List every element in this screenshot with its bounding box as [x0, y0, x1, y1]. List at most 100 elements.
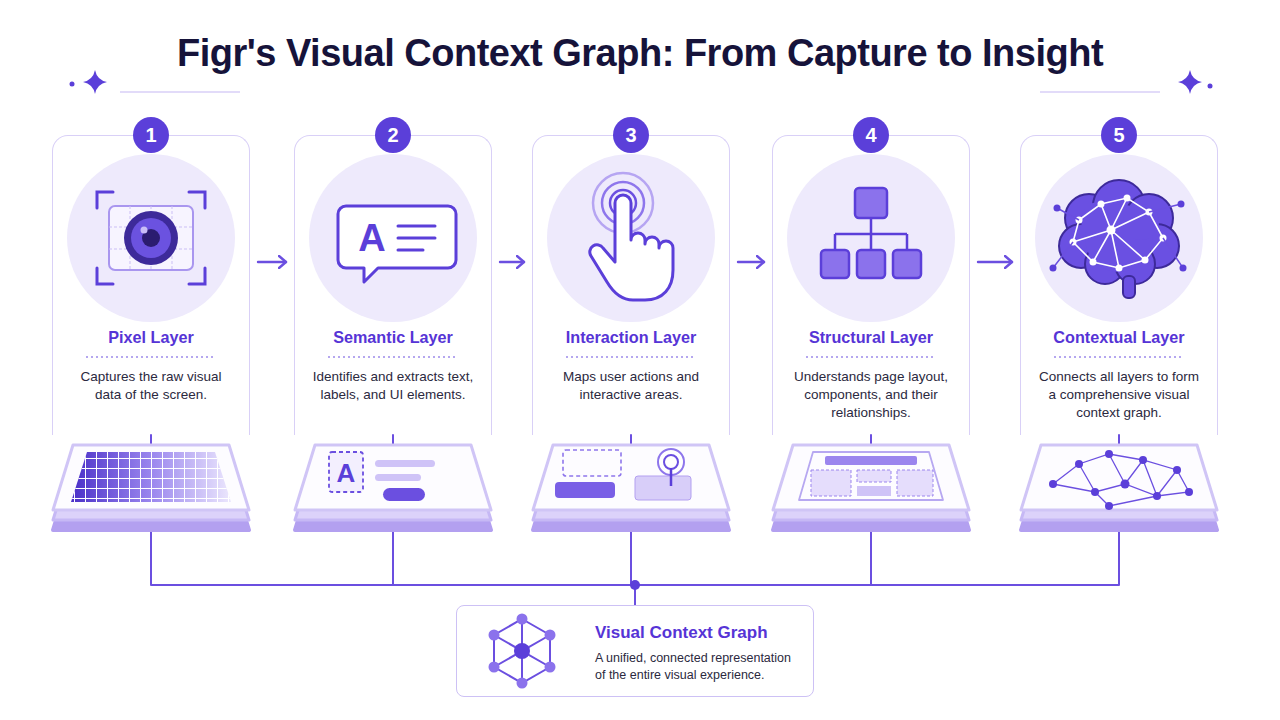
brain-icon	[1050, 265, 1057, 272]
sparkles	[83, 70, 107, 94]
hierarchy-icon	[821, 250, 849, 278]
layer-platforms	[533, 445, 729, 530]
brain-icon	[1178, 201, 1185, 208]
brain-icon	[1050, 180, 1187, 298]
layout-wireframe	[825, 456, 917, 465]
icon-circles	[787, 154, 955, 322]
chat-bubble-icon	[338, 206, 456, 282]
layout-wireframe	[857, 486, 891, 496]
step-number: 5	[1101, 117, 1137, 153]
graph-title: Visual Context Graph	[595, 622, 768, 644]
brain-icon	[1124, 195, 1131, 202]
layer-description: Understands page layout, components, and…	[787, 368, 955, 422]
hand-pointer-icon	[590, 195, 673, 300]
flow-arrow	[738, 261, 764, 263]
brain-icon	[1098, 201, 1105, 208]
hierarchy-icon	[857, 250, 885, 278]
layer-title: Structural Layer	[773, 326, 969, 348]
flow-arrow	[258, 261, 286, 263]
interaction-areas	[635, 476, 691, 500]
camera-icon	[109, 206, 193, 270]
hex-network-icon	[517, 614, 528, 625]
pixel-grid	[71, 452, 231, 502]
hex-network-icon	[514, 643, 530, 659]
layer-platforms	[1021, 445, 1217, 530]
layer-description: Connects all layers to form a comprehens…	[1035, 368, 1203, 422]
layer-platforms	[53, 445, 1217, 530]
network-graph	[1105, 502, 1113, 510]
network-graph	[1121, 480, 1130, 489]
network-graph	[1075, 460, 1083, 468]
icon-circles	[67, 154, 1203, 322]
icon-circles	[67, 154, 235, 322]
hex-network-icon	[489, 614, 556, 689]
hex-network-icon	[489, 662, 500, 673]
brain-icon	[1059, 180, 1179, 298]
interaction-areas	[563, 450, 621, 476]
text-elements	[383, 488, 425, 501]
network-graph	[1053, 454, 1189, 506]
hex-network-icon	[545, 662, 556, 673]
layer-platforms	[53, 445, 249, 530]
brain-icon	[1180, 265, 1187, 272]
layer-card: 2Semantic LayerIdentifies and extracts t…	[294, 135, 492, 435]
sparkles	[1178, 70, 1202, 94]
flow-arrow	[978, 261, 1012, 263]
sparkles	[120, 91, 1160, 93]
hex-network-icon	[517, 678, 528, 689]
hex-network-icon	[494, 619, 550, 683]
text-elements	[329, 452, 363, 492]
brain-icon	[1050, 201, 1187, 272]
camera-icon	[97, 192, 205, 284]
sparkles	[1208, 84, 1213, 89]
glyph-label: A	[337, 460, 356, 486]
layer-description: Maps user actions and interactive areas.	[547, 368, 715, 404]
network-graph	[1185, 488, 1193, 496]
network-graph	[1091, 488, 1099, 496]
brain-icon	[1142, 257, 1149, 264]
brain-icon	[1107, 226, 1116, 235]
brain-icon	[1116, 265, 1123, 272]
interaction-areas	[555, 482, 615, 498]
brain-icon	[1053, 204, 1183, 268]
text-elements	[375, 460, 435, 467]
network-graph	[1173, 466, 1181, 474]
layer-card: 1Pixel LayerCaptures the raw visual data…	[52, 135, 250, 435]
chat-bubble-icon	[338, 206, 456, 282]
icon-circles	[1035, 154, 1203, 322]
layer-title: Interaction Layer	[533, 326, 729, 348]
hex-network-icon	[494, 619, 550, 683]
layer-platforms	[773, 445, 969, 530]
brain-icon	[1073, 198, 1163, 268]
step-number: 2	[375, 117, 411, 153]
interaction-areas	[670, 468, 673, 486]
layer-description: Identifies and extracts text, labels, an…	[309, 368, 477, 404]
hierarchy-icon	[893, 250, 921, 278]
network-graph	[1049, 450, 1193, 510]
step-number: 1	[133, 117, 169, 153]
layer-title: Semantic Layer	[295, 326, 491, 348]
network-graph	[1049, 450, 1193, 510]
brain-icon	[1073, 198, 1163, 268]
layout-wireframe	[857, 470, 891, 482]
pixel-grid	[71, 452, 231, 502]
brain-icon	[1081, 202, 1117, 238]
hand-pointer-icon	[590, 173, 673, 300]
hierarchy-icon	[835, 218, 907, 250]
layout-wireframe	[799, 452, 943, 500]
layer-title: Pixel Layer	[53, 326, 249, 348]
interaction-areas	[555, 449, 691, 500]
layer-title: Contextual Layer	[1021, 326, 1217, 348]
network-graph	[1105, 450, 1113, 458]
layer-card: 5Contextual LayerConnects all layers to …	[1020, 135, 1218, 435]
hex-network-icon	[545, 630, 556, 641]
brain-icon	[1090, 259, 1097, 266]
text-elements	[329, 452, 435, 501]
camera-icon	[124, 211, 178, 265]
hierarchy-icon	[855, 188, 887, 218]
hex-network-icon	[489, 614, 556, 689]
graph-box: Visual Context GraphA unified, connected…	[456, 605, 814, 697]
pixel-grid	[71, 452, 231, 502]
hierarchy-icon	[821, 188, 921, 278]
